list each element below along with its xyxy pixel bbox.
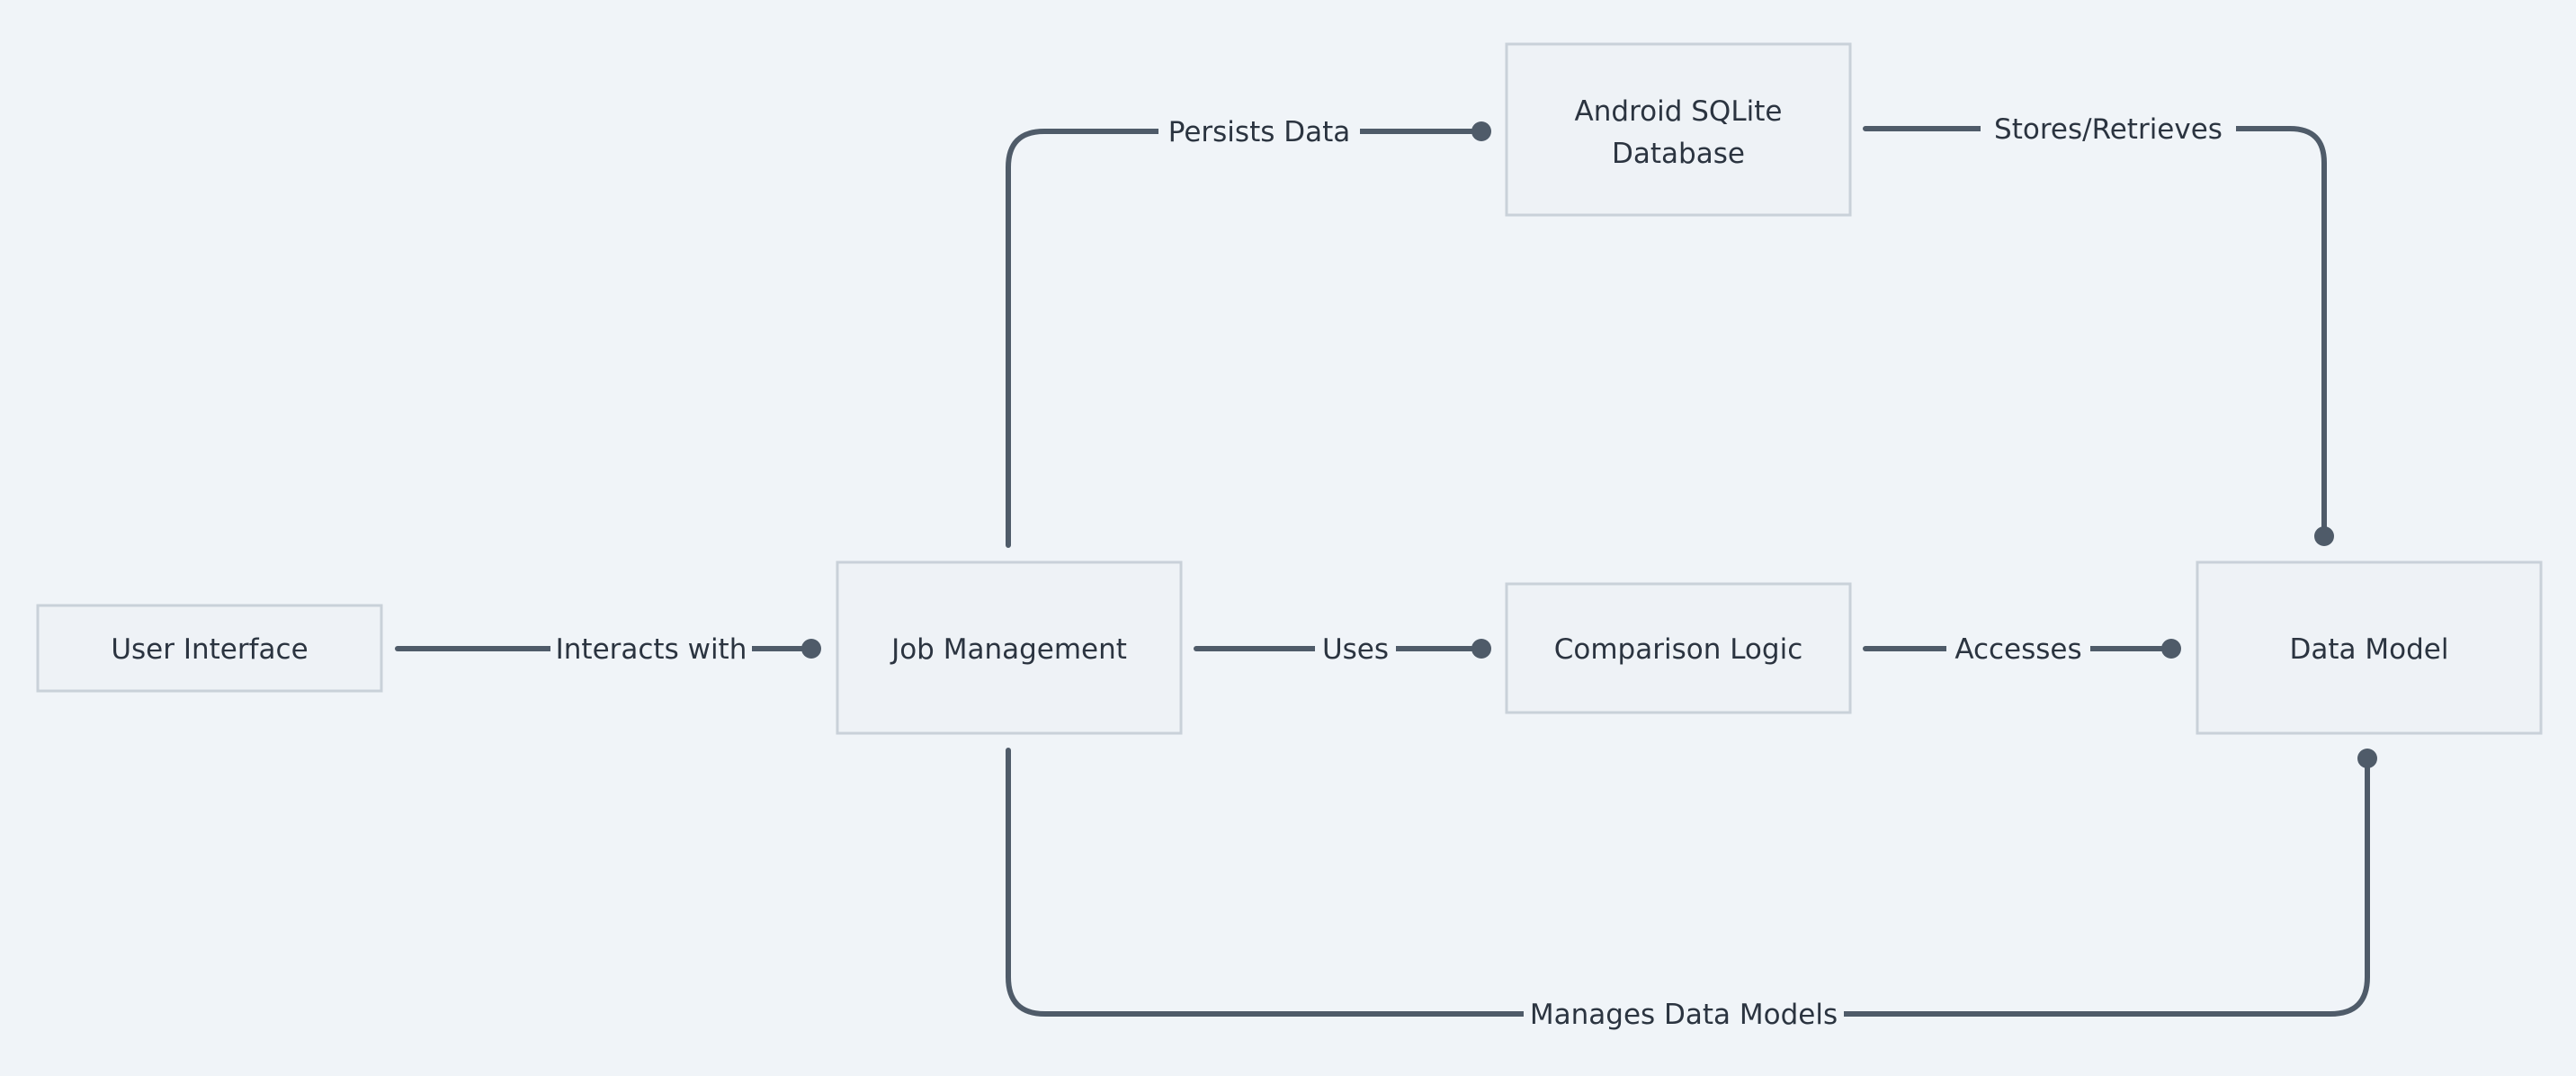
node-job-management[interactable]: Job Management <box>836 560 1183 735</box>
edge-label-stores-retrieves: Stores/Retrieves <box>1994 113 2223 146</box>
edge-label-uses: Uses <box>1322 633 1389 666</box>
node-android-sqlite-database[interactable]: Android SQLite Database <box>1505 42 1852 217</box>
edge-label-interacts-with: Interacts with <box>556 633 747 666</box>
node-comparison-logic[interactable]: Comparison Logic <box>1505 582 1852 714</box>
edge-uses: Uses <box>1194 629 1491 668</box>
edge-interacts-with: Interacts with <box>395 629 821 668</box>
edge-accesses: Accesses <box>1863 629 2181 668</box>
node-label-data-model: Data Model <box>2290 633 2449 666</box>
edge-persists-data: Persists Data <box>1006 112 1491 548</box>
node-label-user-interface: User Interface <box>111 633 308 666</box>
node-label-android-sqlite-line2: Database <box>1612 138 1745 170</box>
node-label-android-sqlite-line1: Android SQLite <box>1575 95 1783 128</box>
edge-label-manages-data-models: Manages Data Models <box>1530 999 1838 1031</box>
node-label-comparison-logic: Comparison Logic <box>1554 633 1803 666</box>
edge-label-accesses: Accesses <box>1954 633 2081 666</box>
node-user-interface[interactable]: User Interface <box>36 604 383 693</box>
edge-manages-data-models: Manages Data Models <box>1006 748 2377 1034</box>
edge-label-persists-data: Persists Data <box>1168 116 1351 148</box>
node-data-model[interactable]: Data Model <box>2196 560 2543 735</box>
node-label-job-management: Job Management <box>890 633 1127 666</box>
edge-stores-retrieves: Stores/Retrieves <box>1863 109 2334 546</box>
